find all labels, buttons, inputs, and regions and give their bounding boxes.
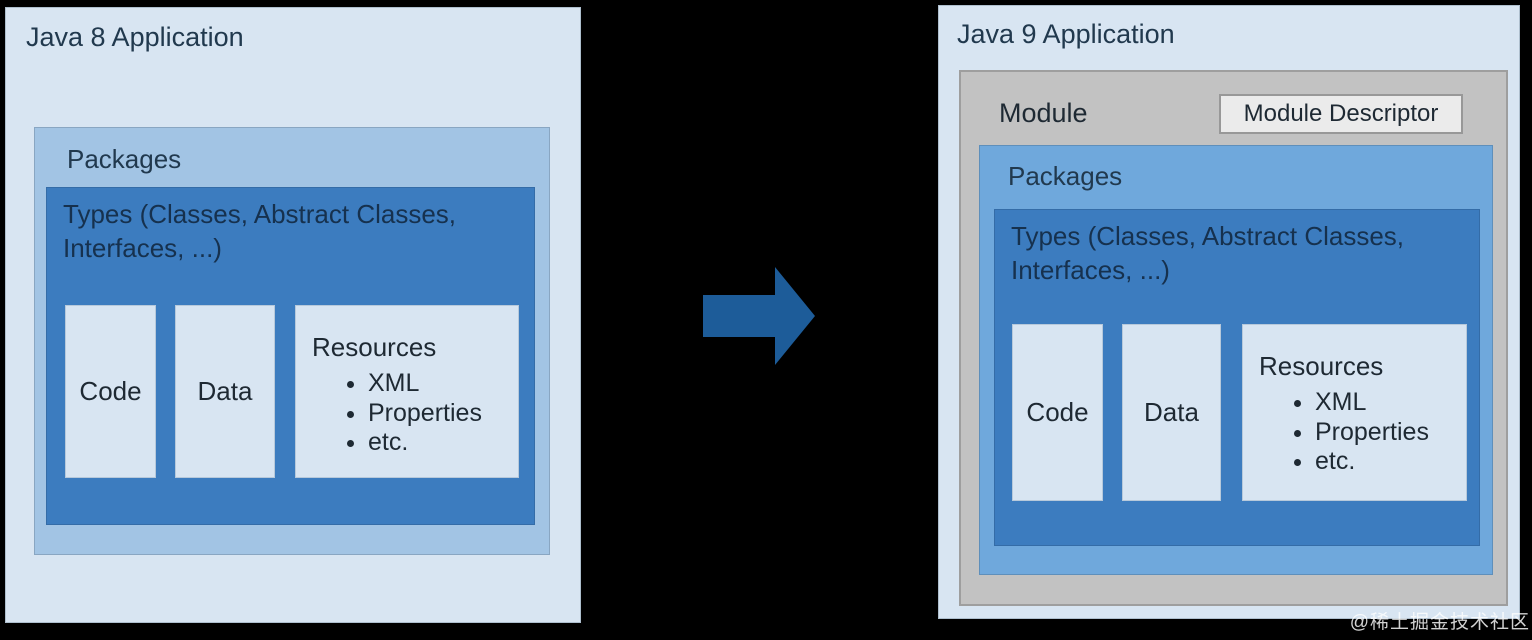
java9-resources-item: XML: [1315, 388, 1458, 418]
java9-resources-list: XML Properties etc.: [1259, 388, 1458, 477]
java9-module-label: Module: [999, 98, 1088, 128]
java8-resources-list: XML Properties etc.: [312, 369, 510, 458]
java8-resources-item: etc.: [368, 428, 510, 458]
java8-data-label: Data: [197, 376, 253, 406]
java8-packages-label: Packages: [67, 144, 182, 174]
java9-code-label: Code: [1026, 397, 1089, 427]
java9-panel-title: Java 9 Application: [957, 19, 1175, 49]
java9-resources-item: Properties: [1315, 418, 1458, 448]
java9-resources-box: Resources XML Properties etc.: [1242, 324, 1467, 501]
java9-packages-box: Packages Types (Classes, Abstract Classe…: [979, 145, 1493, 575]
java8-code-label: Code: [79, 376, 142, 406]
java8-packages-box: Packages Types (Classes, Abstract Classe…: [34, 127, 550, 555]
right-arrow-icon: [703, 267, 815, 365]
java9-module-box: Module Module Descriptor Packages Types …: [959, 70, 1508, 606]
java9-types-label: Types (Classes, Abstract Classes, Interf…: [1011, 221, 1405, 285]
java8-data-box: Data: [175, 305, 275, 478]
java9-data-box: Data: [1122, 324, 1221, 501]
java9-types-box: Types (Classes, Abstract Classes, Interf…: [994, 209, 1480, 546]
java8-code-box: Code: [65, 305, 156, 478]
java9-resources-item: etc.: [1315, 447, 1458, 477]
java9-packages-label: Packages: [1008, 161, 1123, 191]
java9-module-descriptor-box: Module Descriptor: [1219, 94, 1463, 134]
java8-panel-title: Java 8 Application: [26, 22, 244, 52]
java8-resources-item: XML: [368, 369, 510, 399]
java9-data-label: Data: [1144, 397, 1199, 427]
watermark-text: @稀土掘金技术社区: [1349, 612, 1530, 633]
java9-application-panel: Java 9 Application Module Module Descrip…: [938, 5, 1520, 619]
java8-types-label: Types (Classes, Abstract Classes, Interf…: [63, 199, 457, 263]
java8-types-box: Types (Classes, Abstract Classes, Interf…: [46, 187, 535, 525]
java8-resources-item: Properties: [368, 399, 510, 429]
java8-resources-title: Resources: [312, 332, 437, 362]
java9-resources-title: Resources: [1259, 351, 1384, 381]
java9-code-box: Code: [1012, 324, 1103, 501]
java8-application-panel: Java 8 Application Packages Types (Class…: [5, 7, 581, 623]
java8-resources-box: Resources XML Properties etc.: [295, 305, 519, 478]
